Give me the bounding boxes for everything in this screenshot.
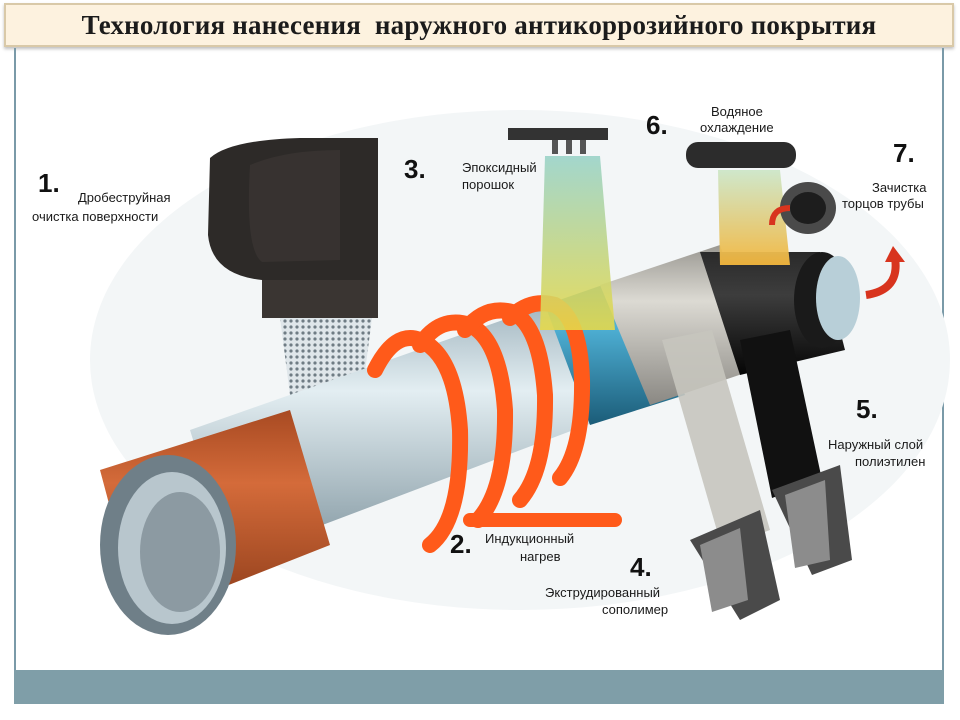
step-4-label-line2: сополимер — [602, 602, 668, 617]
epoxy-powder-sprayer — [508, 128, 615, 330]
frame-left-border — [14, 48, 16, 670]
step-2-number: 2. — [450, 529, 472, 559]
copolymer-extruder — [662, 330, 780, 620]
water-cooling-unit — [686, 142, 796, 265]
step-1-number: 1. — [38, 168, 60, 198]
step-5-label-line2: полиэтилен — [855, 454, 925, 469]
step-2-label-line1: Индукционный — [485, 531, 574, 546]
step-1-label-line1: Дробеструйная — [78, 190, 171, 205]
step-6-label-line1: Водяное — [711, 104, 763, 119]
step-7-label-line1: Зачистка — [872, 180, 927, 195]
page-title: Технология нанесения наружного антикорро… — [81, 9, 877, 40]
end-facing-tool — [769, 182, 905, 299]
step-1-label-line2: очистка поверхности — [32, 209, 158, 224]
polyethylene-extruder — [740, 330, 852, 575]
step-3-label-line2: порошок — [462, 177, 514, 192]
step-4-label-line1: Экструдированный — [545, 585, 660, 600]
step-3-number: 3. — [404, 154, 426, 184]
step-3-label-line1: Эпоксидный — [462, 160, 537, 175]
induction-coil — [367, 295, 622, 553]
step-4-number: 4. — [630, 552, 652, 582]
step-2-label-line2: нагрев — [520, 549, 561, 564]
shot-blast-unit — [208, 138, 378, 410]
step-5-number: 5. — [856, 394, 878, 424]
step-5-label-line1: Наружный слой — [828, 437, 923, 452]
rotation-arrow-icon — [885, 246, 905, 262]
step-6-label-line2: охлаждение — [700, 120, 774, 135]
step-7-number: 7. — [893, 138, 915, 168]
water-cooling-spray — [718, 170, 790, 265]
footer-bar — [14, 670, 944, 704]
epoxy-powder-spray — [540, 156, 615, 330]
rotation-arrow-icon — [769, 205, 791, 226]
step-7-label-line2: торцов трубы — [842, 196, 924, 211]
step-6-number: 6. — [646, 110, 668, 140]
title-bar: Технология нанесения наружного антикорро… — [4, 3, 954, 47]
